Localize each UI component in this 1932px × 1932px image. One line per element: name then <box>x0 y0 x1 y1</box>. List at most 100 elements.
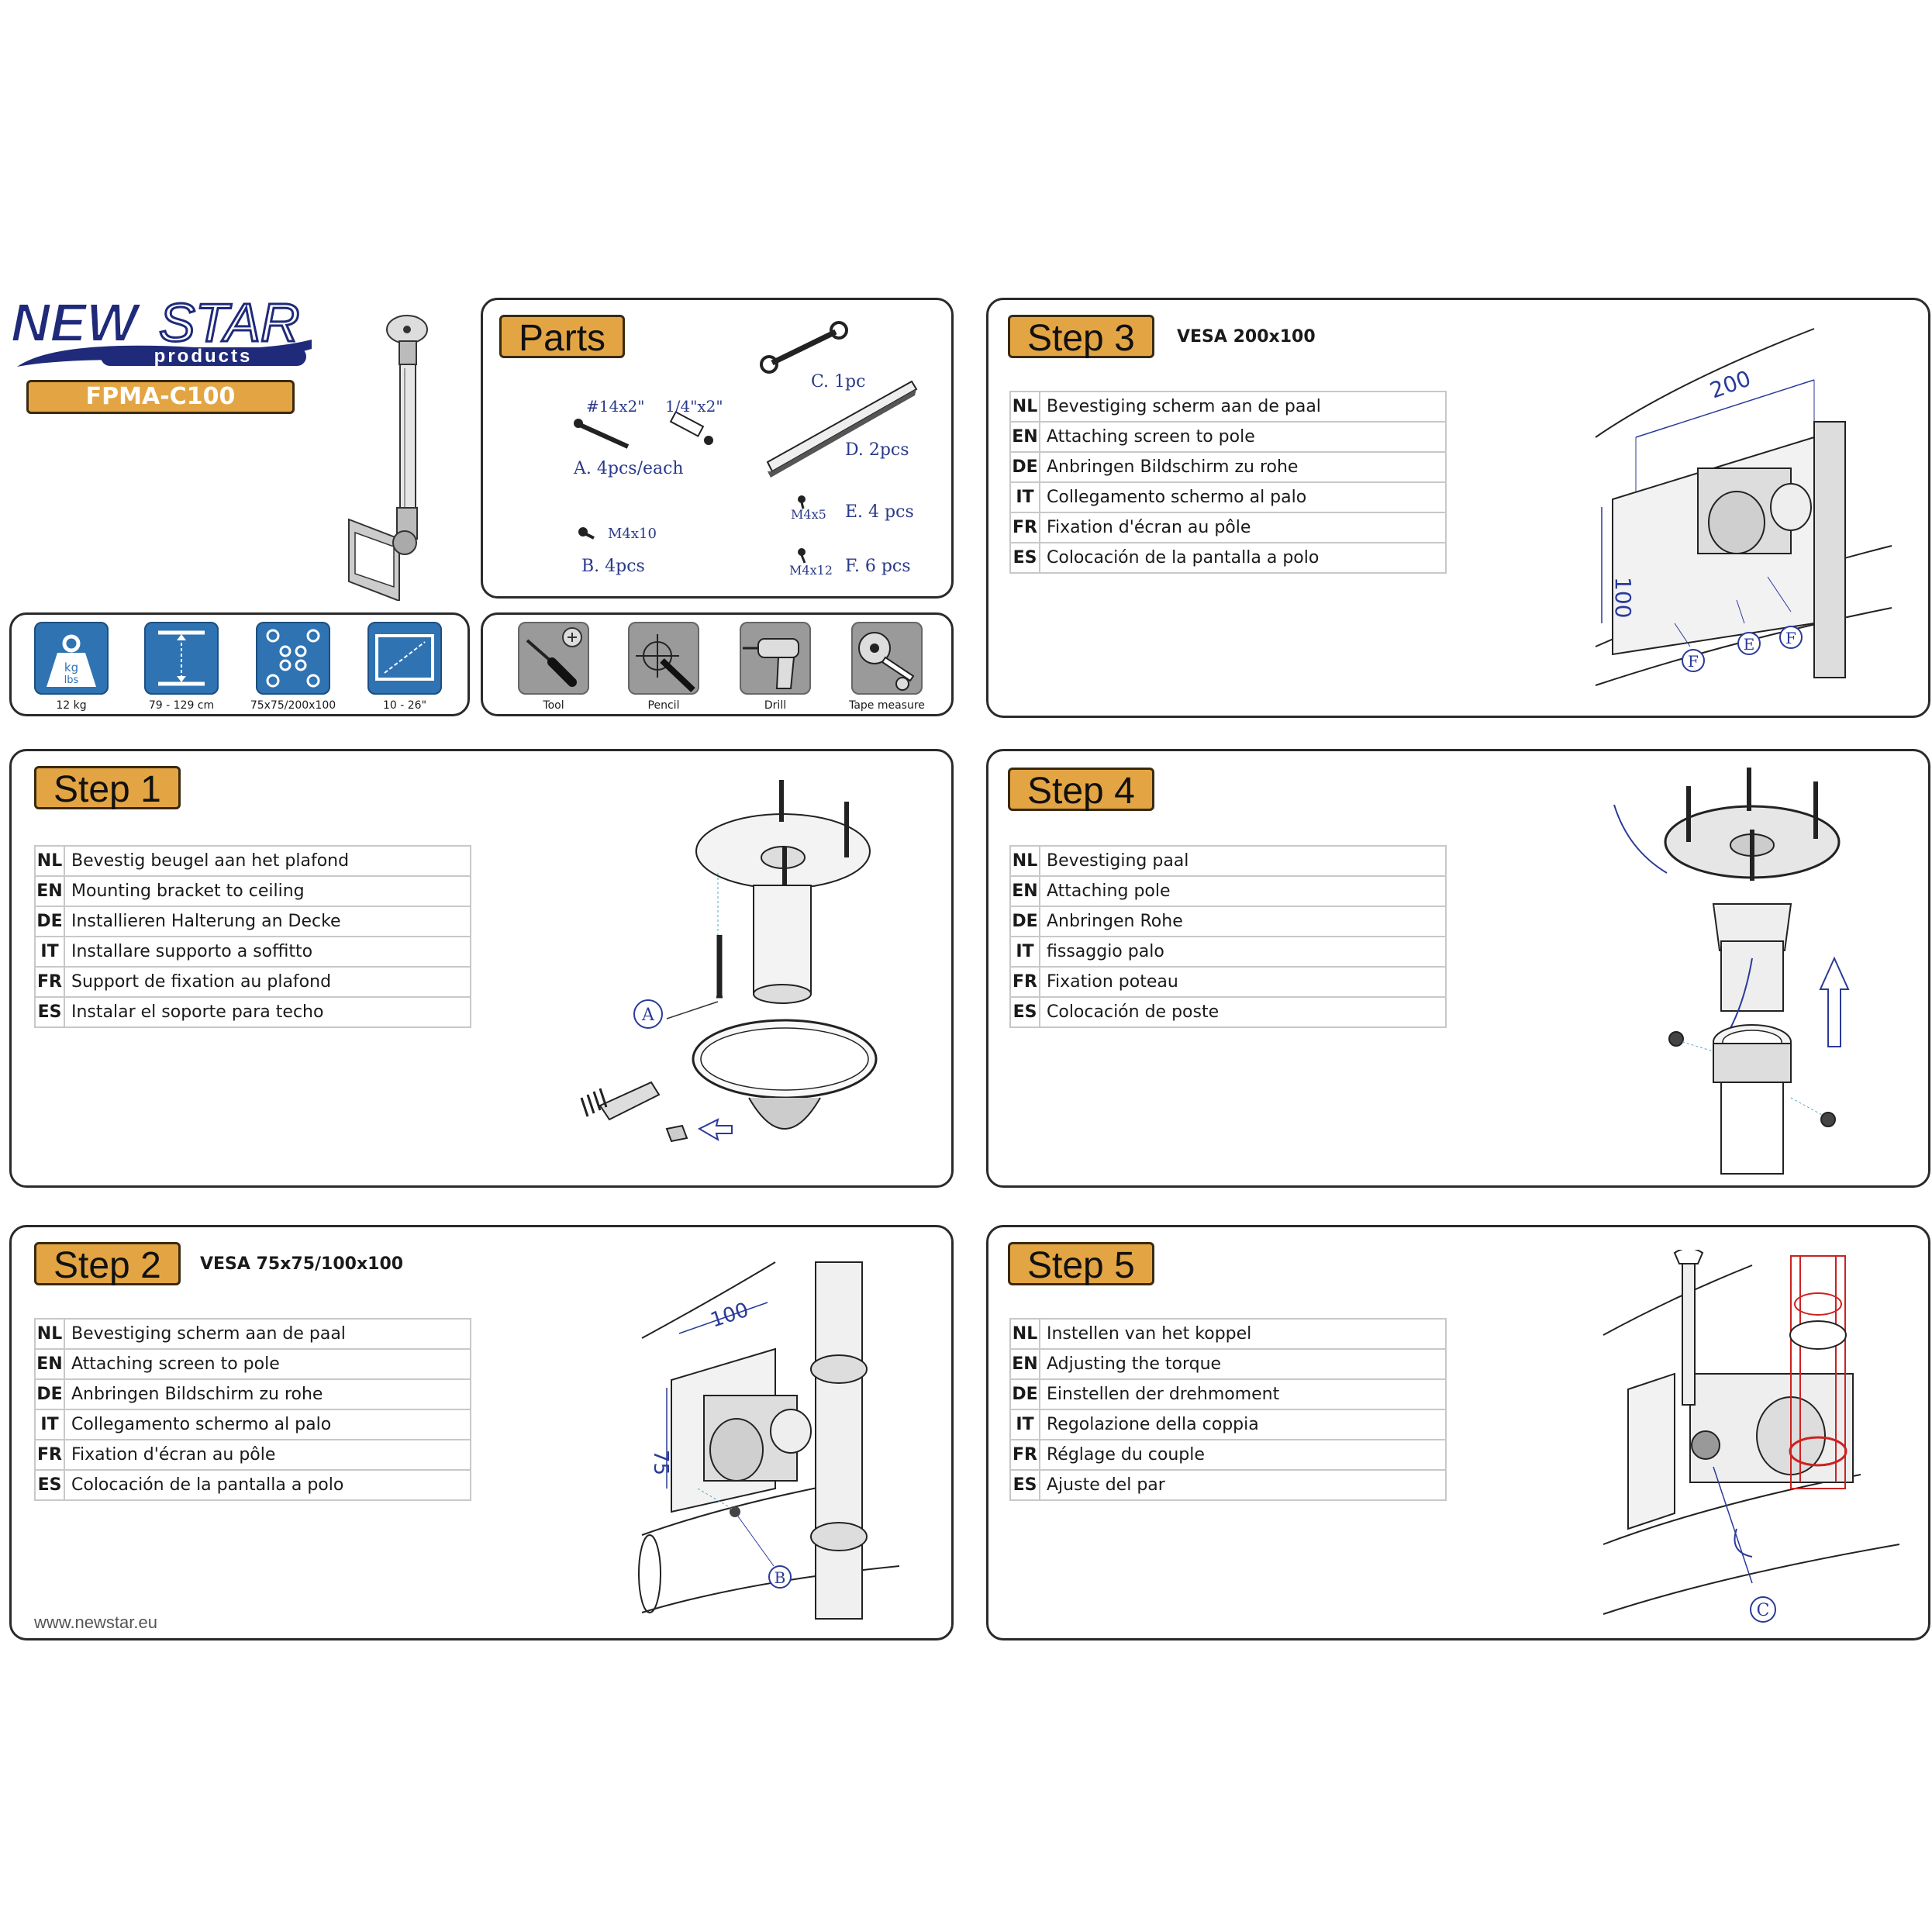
tape-measure-icon <box>851 622 923 695</box>
step1-callout-a: A <box>641 1006 655 1025</box>
torque-pole-icon <box>1789 1255 1847 1489</box>
weight-kg-text: kg <box>64 661 78 674</box>
spec-height-label: 79 - 129 cm <box>148 699 215 712</box>
model-badge: FPMA-C100 <box>26 380 295 414</box>
wall-plug-a-icon <box>669 411 713 445</box>
screen-size-icon <box>367 622 442 695</box>
step3-dim-v: 100 <box>1610 577 1636 618</box>
step1-illustration: A <box>580 780 878 1143</box>
pencil-icon <box>628 622 699 695</box>
step3-callout-e: E <box>1744 635 1755 654</box>
parts-title: Parts <box>499 315 626 359</box>
step2-dim-h: 100 <box>708 1299 751 1333</box>
footer-url[interactable]: www.newstar.eu <box>34 1613 157 1632</box>
step5-illustration: C <box>1603 1250 1900 1623</box>
height-range-icon <box>144 622 219 695</box>
step4-illustration <box>1613 768 1850 1175</box>
step1-title: Step 1 <box>34 766 181 810</box>
brand-name-2: STAR <box>159 293 300 353</box>
drill-label: Drill <box>764 699 787 712</box>
weight-lbs-text: lbs <box>64 674 79 686</box>
parts-illustration <box>574 321 918 564</box>
step4-title: Step 4 <box>1008 768 1154 812</box>
screw-a-icon <box>574 419 630 449</box>
screwdriver-icon <box>518 622 589 695</box>
newstar-logo-icon: NEW STAR products <box>10 292 312 367</box>
spec-weight-label: 12 kg <box>56 699 87 712</box>
step3-callout-f1: F <box>1688 652 1699 671</box>
step3-title: Step 3 <box>1008 315 1154 359</box>
part-e-size: M4x5 <box>791 507 826 522</box>
brand-name-1: NEW <box>11 293 142 353</box>
part-f-size: M4x12 <box>789 563 833 578</box>
step2-callout-b: B <box>775 1568 786 1587</box>
step2-vesa: VESA 75x75/100x100 <box>200 1254 404 1274</box>
bracket-d-icon <box>766 380 918 478</box>
step5-title: Step 5 <box>1008 1242 1154 1286</box>
vesa-pattern-icon <box>256 622 330 695</box>
step2-dim-v: 75 <box>649 1450 672 1475</box>
model-number: FPMA-C100 <box>85 383 236 410</box>
step2-illustration: 100 75 B <box>638 1261 900 1620</box>
screw-b-icon <box>578 527 595 540</box>
drill-icon <box>740 622 811 695</box>
screw-f-icon <box>798 548 806 564</box>
part-a-label: A. 4pcs/each <box>574 459 684 478</box>
wrench-c-icon <box>760 321 848 374</box>
step5-callout-c: C <box>1757 1601 1770 1620</box>
part-d-label: D. 2pcs <box>845 440 909 460</box>
step2-title: Step 2 <box>34 1242 181 1286</box>
part-b-size: M4x10 <box>608 526 657 542</box>
step3-callout-f2: F <box>1785 629 1796 647</box>
part-a-size-1: #14x2" <box>586 397 645 416</box>
part-a-size-2: 1/4"x2" <box>665 397 723 416</box>
spec-screen-label: 10 - 26" <box>382 699 427 712</box>
pencil-label: Pencil <box>647 699 680 712</box>
screw-e-icon <box>798 495 806 509</box>
brand-logo: NEW STAR products <box>9 292 319 371</box>
part-e-label: E. 4 pcs <box>845 502 914 522</box>
tape-measure-label: Tape measure <box>849 699 925 712</box>
tool-label: Tool <box>543 699 564 712</box>
weight-icon: kg lbs <box>34 622 109 695</box>
part-b-label: B. 4pcs <box>581 557 645 576</box>
spec-vesa-label: 75x75/200x100 <box>250 699 336 712</box>
product-mount-illustration <box>348 315 428 601</box>
step3-illustration: 200 100 F E F <box>1595 328 1892 686</box>
step3-vesa: VESA 200x100 <box>1177 327 1316 347</box>
